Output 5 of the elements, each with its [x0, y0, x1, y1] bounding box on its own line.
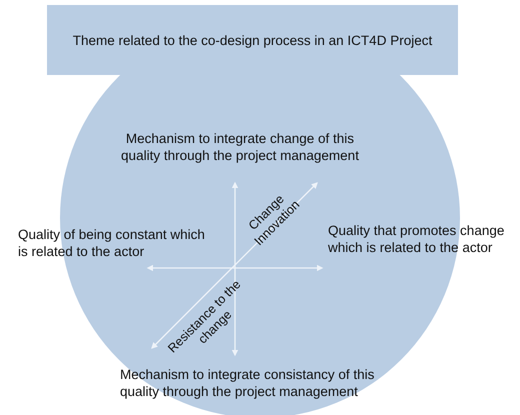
quadrant-text: Mechanism to integrate change of this quality through the project management: [120, 130, 360, 164]
quadrant-text: Quality of being constant which is related to the actor: [18, 226, 206, 260]
quadrant-text: Quality that promotes change which is related to the actor: [328, 222, 506, 256]
title-box: Theme related to the co-design process in an ICT4D Project: [47, 5, 458, 75]
quadrant-text: Mechanism to integrate consistancy of this quality through the project management: [120, 366, 376, 400]
